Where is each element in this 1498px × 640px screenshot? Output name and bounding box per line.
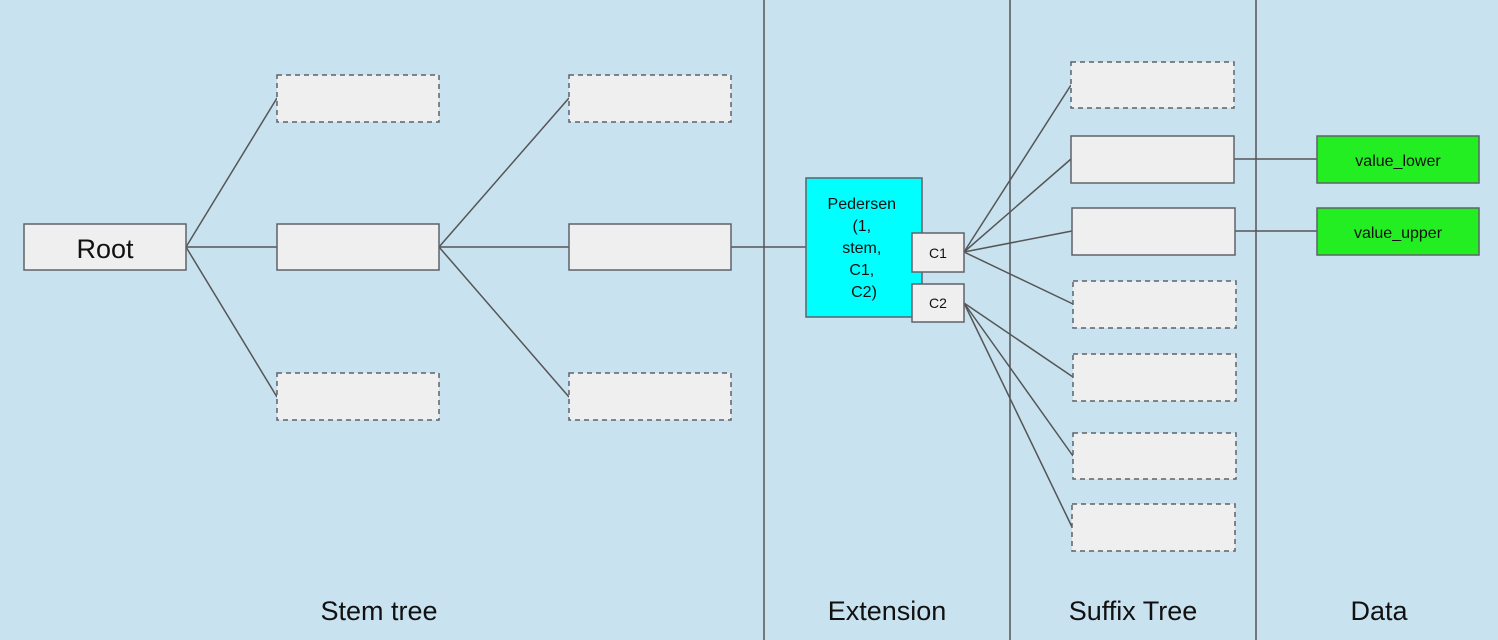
stem-node bbox=[568, 223, 732, 271]
pedersen-line: Pedersen bbox=[828, 196, 897, 213]
pedersen-line: (1, bbox=[852, 218, 871, 235]
stem-node-placeholder bbox=[276, 74, 440, 123]
root-label: Root bbox=[76, 234, 134, 264]
pedersen-line: stem, bbox=[842, 240, 881, 257]
suffix-node-placeholder bbox=[1072, 432, 1237, 480]
section-label-data: Data bbox=[1350, 596, 1408, 626]
suffix-node-placeholder bbox=[1071, 503, 1236, 552]
value-upper-node: value_upper bbox=[1316, 207, 1480, 256]
stem-node bbox=[276, 223, 440, 271]
suffix-node bbox=[1070, 135, 1235, 184]
suffix-node bbox=[1071, 207, 1236, 256]
root-node: Root bbox=[23, 223, 187, 271]
stem-node-placeholder bbox=[276, 372, 440, 421]
stem-node-placeholder bbox=[568, 74, 732, 123]
stem-node-placeholder bbox=[568, 372, 732, 421]
suffix-node-placeholder bbox=[1072, 353, 1237, 402]
suffix-node-placeholder bbox=[1072, 280, 1237, 329]
svg-text:C1: C1 bbox=[929, 245, 947, 261]
pedersen-line: C2) bbox=[851, 284, 877, 301]
svg-text:value_lower: value_lower bbox=[1355, 153, 1441, 170]
section-label-extension: Extension bbox=[828, 596, 947, 626]
pedersen-extension-node: Pedersen (1, stem, C1, C2) bbox=[805, 177, 923, 318]
c2-commitment: C2 bbox=[911, 283, 965, 323]
pedersen-line: C1, bbox=[849, 262, 874, 279]
value-lower-node: value_lower bbox=[1316, 135, 1480, 184]
svg-text:value_upper: value_upper bbox=[1354, 225, 1443, 242]
section-label-suffix-tree: Suffix Tree bbox=[1069, 596, 1198, 626]
svg-text:C2: C2 bbox=[929, 295, 947, 311]
edges bbox=[185, 84, 1317, 528]
c1-commitment: C1 bbox=[911, 232, 965, 273]
suffix-node-placeholder bbox=[1070, 61, 1235, 109]
svg-text:Pedersen (1, stem,: Pedersen (1, stem, C1, C2) bbox=[828, 196, 901, 301]
section-label-stem-tree: Stem tree bbox=[320, 596, 437, 626]
